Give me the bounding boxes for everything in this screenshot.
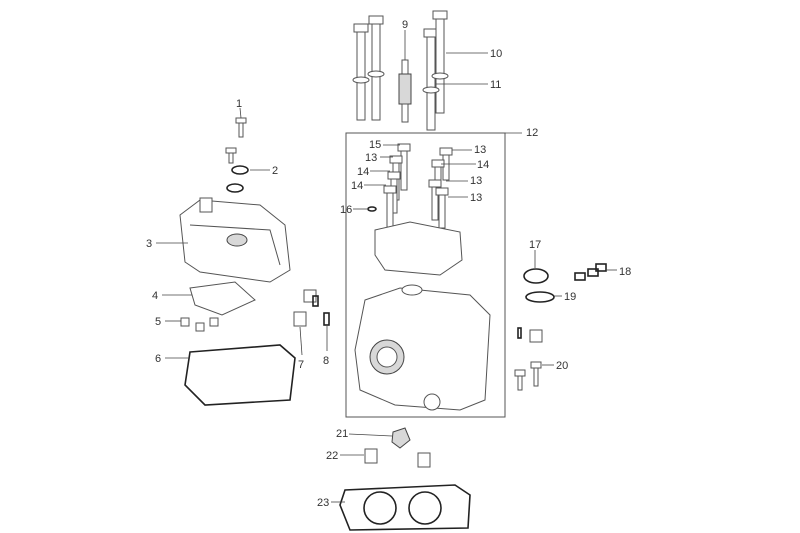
- callout-7[interactable]: 7: [298, 359, 304, 371]
- head-gasket: [339, 484, 471, 531]
- callout-13[interactable]: 13: [474, 144, 486, 156]
- cover-plate: [189, 281, 256, 316]
- cam-bolts: [383, 143, 453, 229]
- callout-13[interactable]: 13: [470, 175, 482, 187]
- callout-13[interactable]: 13: [470, 192, 482, 204]
- callout-21[interactable]: 21: [336, 428, 348, 440]
- cylinder-head-group-box: [345, 132, 506, 418]
- callout-3[interactable]: 3: [146, 238, 152, 250]
- callout-1[interactable]: 1: [236, 98, 242, 110]
- callout-12[interactable]: 12: [526, 127, 538, 139]
- callout-16[interactable]: 16: [340, 204, 352, 216]
- cam-carrier: [374, 221, 463, 276]
- callout-14[interactable]: 14: [351, 180, 363, 192]
- callout-8[interactable]: 8: [323, 355, 329, 367]
- callout-9[interactable]: 9: [402, 19, 408, 31]
- callout-15[interactable]: 15: [369, 139, 381, 151]
- callout-20[interactable]: 20: [556, 360, 568, 372]
- springs: [574, 263, 607, 281]
- callout-22[interactable]: 22: [326, 450, 338, 462]
- callout-14[interactable]: 14: [357, 166, 369, 178]
- dowel-pin: [364, 448, 378, 464]
- screws: [180, 317, 219, 332]
- cover-gasket: [184, 344, 296, 406]
- callout-5[interactable]: 5: [155, 316, 161, 328]
- callout-23[interactable]: 23: [317, 497, 329, 509]
- bolts-20: [514, 361, 542, 391]
- callout-13[interactable]: 13: [365, 152, 377, 164]
- washer: [367, 206, 377, 212]
- grommet: [231, 165, 249, 175]
- cylinder-head: [354, 284, 491, 411]
- temp-sensor: [391, 427, 411, 449]
- callout-4[interactable]: 4: [152, 290, 158, 302]
- spark-plug: [398, 59, 412, 123]
- callout-2[interactable]: 2: [272, 165, 278, 177]
- callout-17[interactable]: 17: [529, 239, 541, 251]
- valve-cover: [179, 197, 291, 283]
- intake-seal: [523, 268, 549, 284]
- callout-18[interactable]: 18: [619, 266, 631, 278]
- o-ring: [525, 291, 555, 303]
- head-bolts: [352, 10, 449, 131]
- callout-11[interactable]: 11: [490, 79, 501, 91]
- callout-14[interactable]: 14: [477, 159, 489, 171]
- callout-19[interactable]: 19: [564, 291, 576, 303]
- callout-10[interactable]: 10: [490, 48, 502, 60]
- cover-bolt: [225, 117, 247, 164]
- callout-6[interactable]: 6: [155, 353, 161, 365]
- leader-lines: [156, 30, 617, 503]
